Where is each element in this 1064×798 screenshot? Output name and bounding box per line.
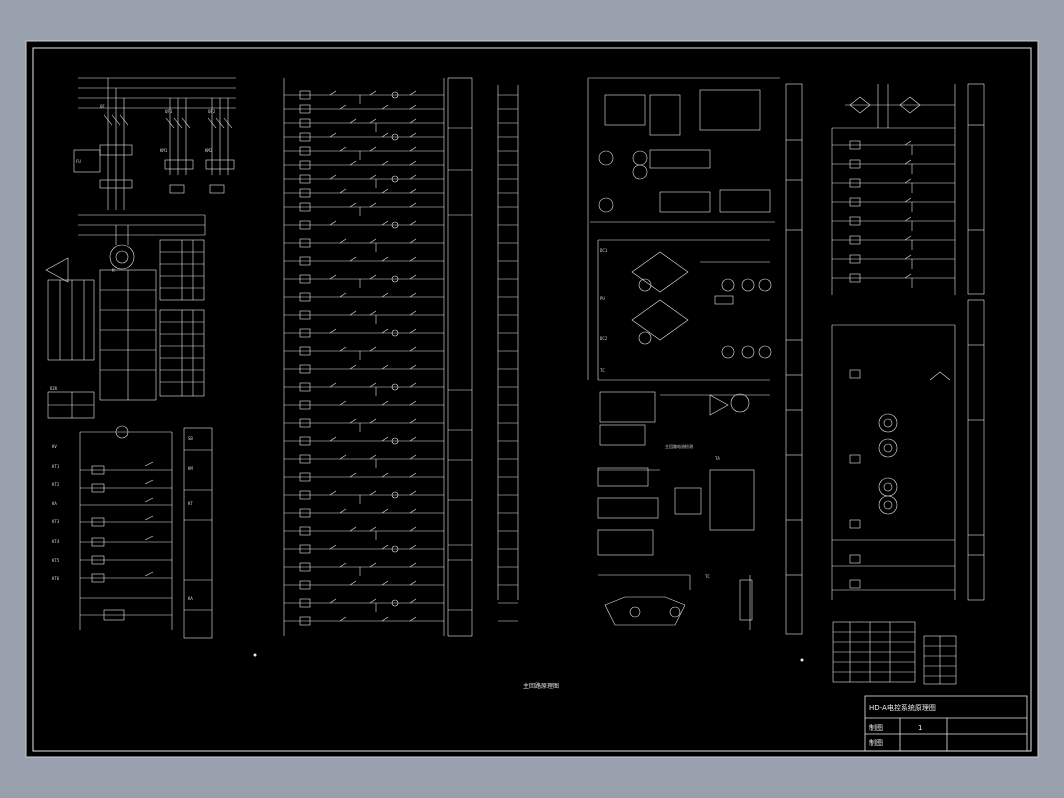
svg-text:DZK: DZK — [50, 386, 58, 391]
svg-text:KV: KV — [52, 444, 57, 449]
drawing-sheet — [25, 40, 1039, 758]
title-block-row2-label: 制图 — [869, 723, 883, 732]
svg-text:TA: TA — [715, 456, 720, 461]
title-block-row3-label: 制图 — [869, 738, 883, 747]
svg-text:KT4: KT4 — [52, 539, 60, 544]
svg-text:主回路电流检测: 主回路电流检测 — [665, 443, 693, 449]
svg-text:SB: SB — [188, 436, 193, 441]
svg-text:KA: KA — [52, 501, 57, 506]
svg-text:FU: FU — [76, 159, 81, 164]
svg-text:DC2: DC2 — [600, 336, 608, 341]
drawing-markers — [253, 653, 804, 662]
auxiliary-relay-rows — [832, 140, 955, 288]
svg-text:KM2: KM2 — [205, 148, 213, 153]
svg-text:M: M — [112, 268, 115, 273]
svg-text:QF2: QF2 — [208, 109, 216, 114]
svg-text:QF1: QF1 — [165, 109, 173, 114]
svg-text:TC: TC — [600, 368, 605, 373]
svg-text:KT5: KT5 — [52, 558, 60, 563]
svg-text:KT2: KT2 — [52, 482, 60, 487]
svg-text:KT6: KT6 — [52, 576, 60, 581]
control-ladder-panel — [283, 77, 519, 637]
svg-text:KA: KA — [188, 596, 193, 601]
title-block-row2-value: 1 — [918, 724, 922, 732]
drive-circuit-panel — [587, 77, 803, 635]
drawing-frame — [32, 47, 1032, 752]
svg-text:PU: PU — [600, 296, 605, 301]
svg-text:KT3: KT3 — [52, 519, 60, 524]
auxiliary-circuit-panel — [831, 83, 985, 685]
svg-text:KT1: KT1 — [52, 464, 60, 469]
svg-text:QF: QF — [100, 104, 105, 109]
svg-text:KT: KT — [188, 501, 193, 506]
svg-text:KM: KM — [188, 466, 193, 471]
title-block-title: HD-A电控系统原理图 — [869, 703, 936, 712]
svg-text:DC1: DC1 — [600, 248, 608, 253]
main-circuit-panel — [45, 77, 236, 639]
title-block — [864, 695, 1028, 752]
svg-text:TC: TC — [705, 574, 710, 579]
svg-text:KM1: KM1 — [160, 148, 168, 153]
drawing-caption: 主回路原理图 — [523, 682, 559, 690]
